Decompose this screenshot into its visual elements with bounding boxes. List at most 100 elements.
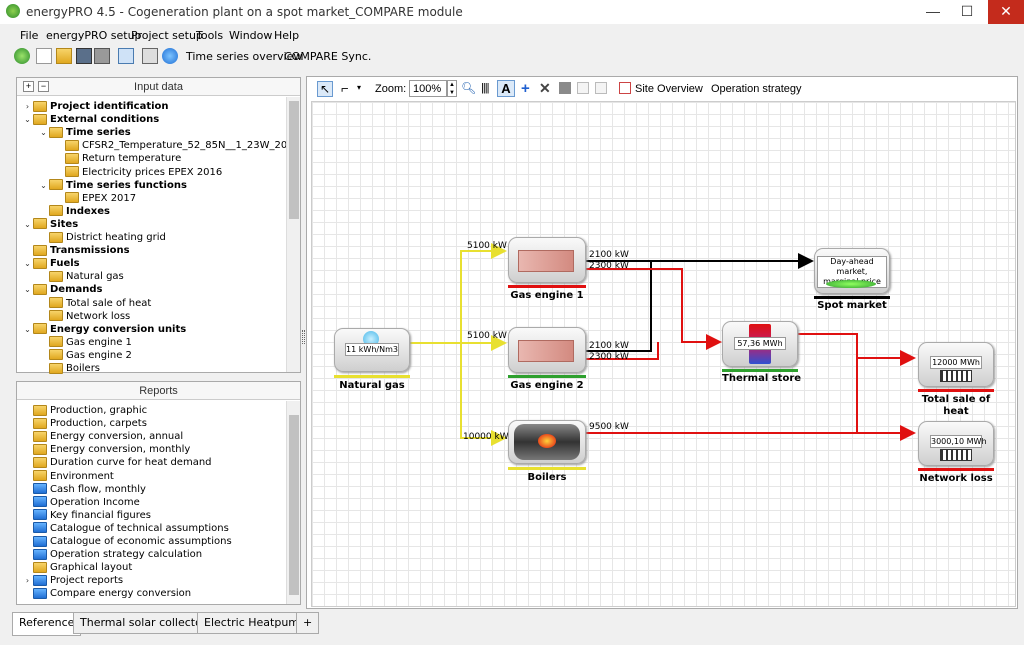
tab-add[interactable]: +: [296, 612, 320, 634]
expanded-chevron-icon[interactable]: ⌄: [40, 180, 47, 190]
input-tree-item[interactable]: Electricity prices EPEX 2016: [55, 166, 222, 179]
collapsed-chevron-icon[interactable]: ›: [25, 576, 30, 586]
input-tree-item[interactable]: ⌄External conditions: [23, 113, 159, 126]
input-tree-item[interactable]: ⌄Fuels: [23, 257, 80, 270]
menu-help[interactable]: Help: [274, 29, 300, 42]
report-tree-item[interactable]: Key financial figures: [23, 509, 151, 522]
zoom-magnifier-icon[interactable]: 🔍︎: [461, 81, 477, 95]
node-thermal-store[interactable]: 57,36 MWh Thermal store: [722, 321, 801, 385]
collapsed-chevron-icon[interactable]: ›: [25, 102, 30, 111]
grid-toggle-icon[interactable]: ||||: [481, 82, 490, 94]
expand-all-button[interactable]: +: [23, 81, 34, 92]
report-tree-item[interactable]: Environment: [23, 470, 114, 483]
site-overview-icon[interactable]: [619, 82, 631, 94]
zoom-input[interactable]: 100%: [409, 80, 447, 97]
node-natural-gas[interactable]: 11 kWh/Nm3 Natural gas: [334, 328, 410, 392]
tab-electric-heatpump[interactable]: Electric Heatpump: [197, 612, 314, 634]
report-tree-item[interactable]: Energy conversion, annual: [23, 430, 183, 443]
time-series-overview-button[interactable]: Time series overview: [186, 50, 303, 63]
report-tree-item[interactable]: Compare energy conversion: [23, 587, 191, 600]
input-tree-item[interactable]: Gas engine 1: [39, 336, 132, 349]
node-gas-engine-2[interactable]: Gas engine 2: [508, 327, 586, 393]
reports-scroll-thumb[interactable]: [289, 415, 299, 595]
connector-dropdown-icon[interactable]: ▾: [357, 83, 362, 92]
new-file-icon[interactable]: [36, 48, 52, 64]
paste-layout-icon[interactable]: [595, 82, 607, 94]
select-pointer-icon[interactable]: ↖: [317, 81, 333, 97]
input-tree-item[interactable]: ⌄Demands: [23, 283, 102, 296]
input-data-scrollbar[interactable]: [286, 97, 300, 372]
input-tree-item[interactable]: Boilers: [39, 362, 100, 375]
zoom-spinner[interactable]: ▲▼: [447, 80, 457, 97]
input-tree-item[interactable]: ⌄Energy conversion units: [23, 323, 186, 336]
input-tree-item[interactable]: ⌄Sites: [23, 218, 78, 231]
copy-layout-icon[interactable]: [577, 82, 589, 94]
input-tree-item[interactable]: Return temperature: [55, 152, 181, 165]
menu-energypro-setup[interactable]: energyPRO setup: [46, 29, 142, 42]
expanded-chevron-icon[interactable]: ⌄: [24, 219, 31, 229]
delete-icon[interactable]: ✕: [539, 80, 551, 96]
tab-reference[interactable]: Reference: [12, 612, 82, 636]
minimize-button[interactable]: —: [926, 3, 940, 19]
save-icon[interactable]: [76, 48, 92, 64]
input-tree-item[interactable]: Transmissions: [23, 244, 130, 257]
input-tree-item[interactable]: CFSR2_Temperature_52_85N__1_23W_2011: [55, 139, 300, 152]
input-tree-item[interactable]: ⌄Time series: [39, 126, 131, 139]
report-tree-item[interactable]: Graphical layout: [23, 561, 132, 574]
report-tree-item[interactable]: Cash flow, monthly: [23, 483, 146, 496]
maximize-button[interactable]: ☐: [960, 3, 974, 19]
input-data-scroll-thumb[interactable]: [289, 101, 299, 219]
copy-icon[interactable]: [118, 48, 134, 64]
save-layout-icon[interactable]: [559, 82, 571, 94]
reports-scrollbar[interactable]: [286, 401, 300, 604]
input-tree-item[interactable]: Gas engine 2: [39, 349, 132, 362]
report-tree-item[interactable]: ›Project reports: [23, 574, 123, 587]
text-tool-icon[interactable]: A: [497, 80, 515, 97]
open-file-icon[interactable]: [56, 48, 72, 64]
input-tree-item[interactable]: Total sale of heat: [39, 297, 151, 310]
connector-tool-icon[interactable]: ⌐: [341, 81, 349, 96]
node-boilers[interactable]: Boilers: [508, 420, 586, 486]
report-tree-item[interactable]: Catalogue of technical assumptions: [23, 522, 229, 535]
panel-splitter[interactable]: [302, 330, 305, 344]
node-gas-engine-1[interactable]: Gas engine 1: [508, 237, 586, 303]
globe-icon[interactable]: [162, 48, 178, 64]
report-tree-item[interactable]: Operation strategy calculation: [23, 548, 202, 561]
input-tree-item[interactable]: District heating grid: [39, 231, 166, 244]
node-network-loss[interactable]: 3000,10 MWh Network loss: [918, 421, 994, 485]
expanded-chevron-icon[interactable]: ⌄: [24, 259, 31, 269]
calculator-icon[interactable]: [142, 48, 158, 64]
menu-tools[interactable]: Tools: [196, 29, 224, 42]
operation-strategy-button[interactable]: Operation strategy: [711, 83, 802, 95]
report-tree-item[interactable]: Duration curve for heat demand: [23, 456, 212, 469]
report-tree-item[interactable]: Energy conversion, monthly: [23, 443, 190, 456]
node-total-sale-heat[interactable]: 12000 MWh Total sale of heat: [918, 342, 994, 418]
input-tree-item[interactable]: Indexes: [39, 205, 110, 218]
site-overview-button[interactable]: Site Overview: [635, 83, 703, 95]
menu-project-setup[interactable]: Project setup: [131, 29, 203, 42]
menu-file[interactable]: File: [20, 29, 39, 42]
expanded-chevron-icon[interactable]: ⌄: [24, 285, 31, 295]
report-tree-item[interactable]: Production, carpets: [23, 417, 147, 430]
report-tree-item[interactable]: Production, graphic: [23, 404, 147, 417]
input-tree-item[interactable]: ⌄Time series functions: [39, 179, 187, 192]
compare-sync-button[interactable]: COMPARE Sync.: [284, 50, 372, 63]
refresh-icon[interactable]: [14, 48, 30, 64]
input-tree-item[interactable]: ›Project identification: [23, 100, 169, 113]
node-spot-market[interactable]: Day-ahead market, marginal price Spot ma…: [814, 248, 890, 312]
collapse-all-button[interactable]: −: [38, 81, 49, 92]
add-icon[interactable]: +: [521, 80, 530, 97]
input-tree-item[interactable]: EPEX 2017: [55, 192, 136, 205]
expanded-chevron-icon[interactable]: ⌄: [24, 324, 31, 334]
report-tree-item[interactable]: Catalogue of economic assumptions: [23, 535, 232, 548]
expanded-chevron-icon[interactable]: ⌄: [40, 128, 47, 138]
report-tree-item[interactable]: Operation Income: [23, 496, 140, 509]
expanded-chevron-icon[interactable]: ⌄: [24, 115, 31, 125]
close-button[interactable]: ✕: [988, 0, 1024, 24]
input-tree-item[interactable]: Natural gas: [39, 270, 124, 283]
print-icon[interactable]: [94, 48, 110, 64]
layout-canvas[interactable]: 5100 kW 5100 kW 10000 kW 2100 kW 2300 kW…: [311, 101, 1016, 607]
menu-window[interactable]: Window: [229, 29, 273, 42]
tab-thermal-solar-collector[interactable]: Thermal solar collector: [73, 612, 214, 634]
input-tree-item[interactable]: Network loss: [39, 310, 130, 323]
